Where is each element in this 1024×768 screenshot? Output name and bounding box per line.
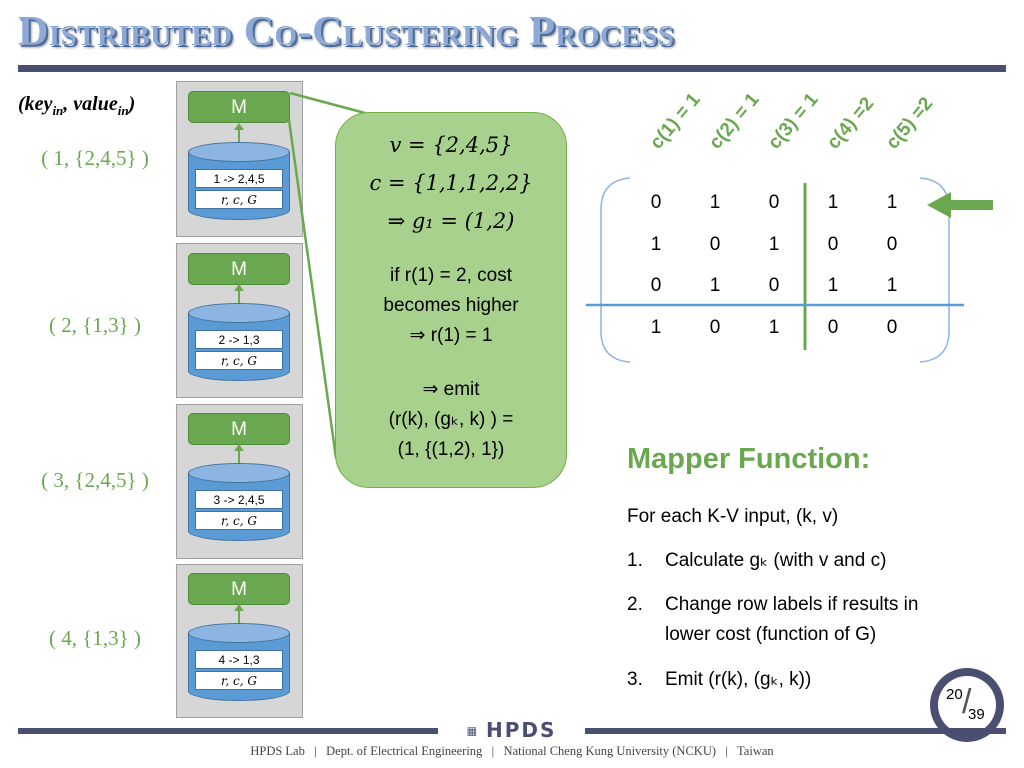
arrow-up-icon <box>234 604 244 624</box>
callout-eq-v: v = {2,4,5} <box>389 133 513 157</box>
matrix-cell: 1 <box>650 234 662 255</box>
step-number: 3. <box>627 669 643 690</box>
state-label: r, c, G <box>195 511 283 530</box>
mapper-callout: v = {2,4,5} c = {1,1,1,2,2} ⇒ g₁ = (1,2)… <box>335 112 567 488</box>
matrix-cell: 1 <box>709 192 721 213</box>
matrix-cell: 0 <box>709 317 721 338</box>
database-cylinder-4: 4 -> 1,3 r, c, G <box>188 623 290 705</box>
callout-emit-2: (r(k), (gₖ, k) ) = <box>388 409 514 430</box>
mapper-box-3: M <box>188 413 290 445</box>
arrow-up-icon <box>234 284 244 304</box>
hpds-logo: ▦ HPDS <box>438 719 585 741</box>
footer-divider-left <box>18 728 438 734</box>
record-label: 1 -> 2,4,5 <box>195 169 283 188</box>
step-text: Calculate gₖ (with v and c) <box>665 550 887 571</box>
callout-text-3: ⇒ r(1) = 1 <box>409 325 493 346</box>
step-number: 1. <box>627 550 643 571</box>
matrix-cell: 1 <box>709 275 721 296</box>
matrix-cell: 0 <box>650 192 662 213</box>
step-text: Change row labels if results in <box>665 594 919 615</box>
key-subscript: in <box>52 103 64 118</box>
step-text: lower cost (function of G) <box>665 624 877 645</box>
title-divider <box>18 65 1006 72</box>
page-number-inner: 20 / 39 <box>938 676 996 734</box>
input-label-3: ( 3, {2,4,5} ) <box>41 468 149 492</box>
mapper-box-1: M <box>188 91 290 123</box>
list-item: 2. Change row labels if results in <box>627 590 918 620</box>
input-label-1: ( 1, {2,4,5} ) <box>41 146 149 170</box>
footer-text: HPDS Lab | Dept. of Electrical Engineeri… <box>250 744 774 758</box>
mapper-function-title: Mapper Function: <box>627 443 871 475</box>
matrix-cell: 0 <box>768 275 780 296</box>
value-label: value <box>73 93 118 115</box>
callout-emit-1: ⇒ emit <box>422 379 480 400</box>
callout-text-2: becomes higher <box>383 295 519 316</box>
matrix-cell: 0 <box>650 275 662 296</box>
matrix-cell: 0 <box>768 192 780 213</box>
footer-divider-right <box>585 728 1006 734</box>
mapper-function-intro: For each K-V input, (k, v) <box>627 506 839 527</box>
page-slash-icon: / <box>962 683 972 721</box>
callout-text-1: if r(1) = 2, cost <box>390 265 512 286</box>
matrix-cell: 0 <box>886 234 898 255</box>
record-label: 3 -> 2,4,5 <box>195 490 283 509</box>
arrow-up-icon <box>234 444 244 464</box>
logo-text: HPDS <box>485 718 557 742</box>
state-label: r, c, G <box>195 190 283 209</box>
matrix-cell: 1 <box>886 192 898 213</box>
arrow-left-icon <box>927 192 993 218</box>
matrix-cell: 1 <box>827 192 839 213</box>
key-value-header: (keyin, valuein) <box>18 93 136 118</box>
database-cylinder-2: 2 -> 1,3 r, c, G <box>188 303 290 385</box>
key-label: key <box>24 93 53 115</box>
record-label: 4 -> 1,3 <box>195 650 283 669</box>
list-item: 1. Calculate gₖ (with v and c) <box>627 546 886 576</box>
page-total: 39 <box>968 706 985 723</box>
step-text: Emit (r(k), (gₖ, k)) <box>665 669 812 690</box>
value-subscript: in <box>117 103 129 118</box>
cylinder-top <box>188 623 290 643</box>
list-item: 3. Emit (r(k), (gₖ, k)) <box>627 665 811 695</box>
page-current: 20 <box>946 686 963 703</box>
callout-eq-g: ⇒ g₁ = (1,2) <box>387 209 515 233</box>
matrix-cell: 1 <box>827 275 839 296</box>
matrix-cell: 0 <box>827 317 839 338</box>
database-cylinder-3: 3 -> 2,4,5 r, c, G <box>188 463 290 545</box>
matrix-cell: 0 <box>886 317 898 338</box>
input-label-2: ( 2, {1,3} ) <box>49 313 141 337</box>
cylinder-top <box>188 303 290 323</box>
callout-eq-c: c = {1,1,1,2,2} <box>369 171 533 195</box>
record-label: 2 -> 1,3 <box>195 330 283 349</box>
cylinder-top <box>188 142 290 162</box>
step-number: 2. <box>627 594 643 615</box>
matrix-cell: 0 <box>827 234 839 255</box>
state-label: r, c, G <box>195 351 283 370</box>
database-cylinder-1: 1 -> 2,4,5 r, c, G <box>188 142 290 224</box>
matrix-cell: 0 <box>709 234 721 255</box>
matrix-cell: 1 <box>768 317 780 338</box>
matrix-cell: 1 <box>650 317 662 338</box>
callout-emit-3: (1, {(1,2), 1}) <box>397 439 505 460</box>
state-label: r, c, G <box>195 671 283 690</box>
arrow-up-icon <box>234 123 244 143</box>
matrix-cell: 1 <box>886 275 898 296</box>
slide-title: Distributed Co-Clustering Process <box>18 9 675 55</box>
input-label-4: ( 4, {1,3} ) <box>49 626 141 650</box>
mapper-box-2: M <box>188 253 290 285</box>
logo-grid-icon: ▦ <box>466 724 478 738</box>
cylinder-top <box>188 463 290 483</box>
list-item: lower cost (function of G) <box>627 620 876 650</box>
matrix-cell: 1 <box>768 234 780 255</box>
